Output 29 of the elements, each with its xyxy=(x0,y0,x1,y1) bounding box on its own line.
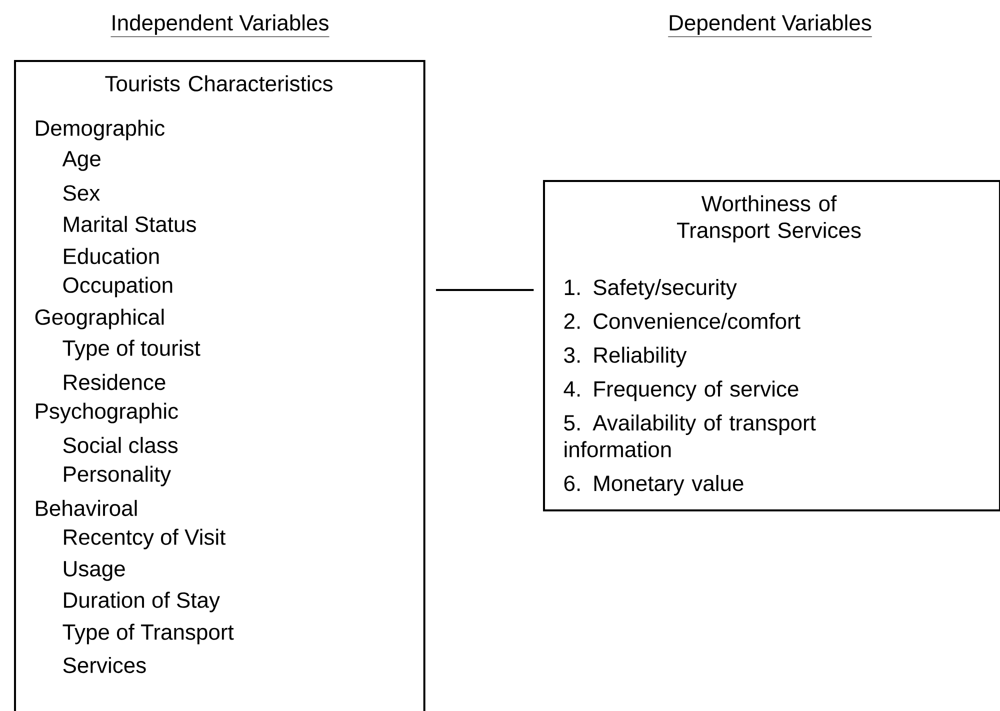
list-item: Residence xyxy=(64,374,166,390)
list-item: 4. Frequency of service xyxy=(564,380,798,402)
column-heading: Dependent Variables xyxy=(668,14,872,38)
list-item: Duration of Stay xyxy=(64,592,220,612)
list-box: Tourists Characteristics Demographic Age Sex Marital Status Education Occupation Geographical Type of tourist Residence Psychographic Social class Personality Behaviroal Recentcy of Visit Usage Duration of Stay Type of Transport Services xyxy=(14,60,426,711)
list-item: Psychographic xyxy=(36,402,178,424)
list-item: Geographical xyxy=(35,308,164,330)
list-item: Marital Status xyxy=(64,216,196,232)
list-item: Demographic xyxy=(36,120,164,140)
list-item: Personality xyxy=(64,466,172,486)
list-item: Education xyxy=(64,248,159,264)
list-item: Occupation xyxy=(63,276,172,298)
list-item: Behaviroal xyxy=(36,500,137,516)
list-item: Type of Transport xyxy=(62,624,234,644)
list-item: 3. Reliability xyxy=(564,346,687,368)
column-heading: Independent Variables xyxy=(110,14,330,38)
list-item: Recentcy of Visit xyxy=(64,528,226,550)
list-item: Usage xyxy=(64,561,125,581)
list-box: Worthiness of Transport Services 1. Safety/security 2. Convenience/comfort 3. Reliability 4. Frequency of service 5. Availability of transport information 6. Monetary value xyxy=(543,180,1000,512)
list-item: Services xyxy=(63,656,146,674)
list-item: 2. Convenience/comfort xyxy=(564,312,800,330)
connector-line xyxy=(436,289,534,291)
list-item: 5. Availability of transport information xyxy=(564,414,816,458)
list-item: 6. Monetary value xyxy=(564,475,744,496)
list-item: Social class xyxy=(63,436,178,454)
list-item: Age xyxy=(62,151,100,171)
list-item: 1. Safety/security xyxy=(564,279,737,300)
list-item: Type of tourist xyxy=(62,340,200,360)
list-item: Sex xyxy=(63,185,100,201)
